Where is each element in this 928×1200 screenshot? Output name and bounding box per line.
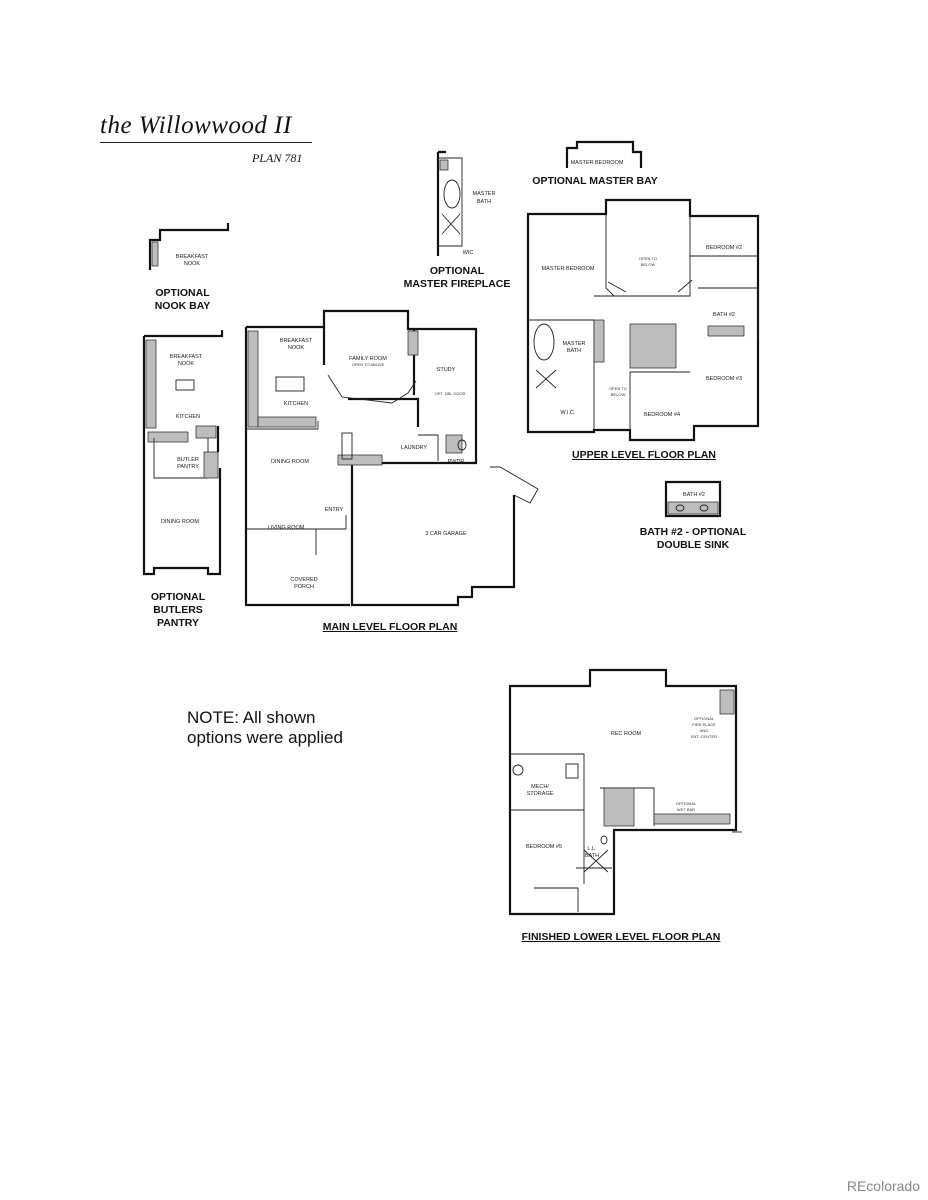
caption-main-level: MAIN LEVEL FLOOR PLAN [322, 621, 458, 633]
lower-rec-room: REC ROOM [611, 731, 642, 737]
upper-bedroom3: BEDROOM #3 [706, 376, 742, 382]
pantry-breakfast-nook-1: BREAKFAST [170, 354, 203, 360]
optional-nook-bay-plan: BREAKFAST NOOK [148, 223, 230, 270]
main-covered-porch-1: COVERED [290, 577, 317, 583]
upper-open-to-below-2: BELOW [641, 262, 656, 267]
caption-line: DOUBLE SINK [656, 539, 730, 551]
plan-title: the Willowwood II [100, 112, 292, 139]
lower-optional-wet-bar-2: WET BAR [677, 807, 695, 812]
pantry-breakfast-nook-2: NOOK [178, 361, 195, 367]
caption-upper-level: UPPER LEVEL FLOOR PLAN [572, 449, 716, 461]
main-covered-porch-2: PORCH [294, 584, 314, 590]
caption-line: BATH #2 - OPTIONAL [639, 526, 747, 538]
main-family-room-note: OPEN TO ABOVE [352, 362, 385, 367]
options-note: NOTE: All shown options were applied [187, 708, 343, 748]
main-garage: 3 CAR GARAGE [425, 531, 467, 537]
upper-bath2: BATH #2 [713, 312, 735, 318]
upper-master-bath-1: MASTER [563, 341, 586, 347]
lower-mech-storage-1: MECH/ [531, 784, 549, 790]
nook-bay-label-2: NOOK [184, 261, 201, 267]
caption-line: PANTRY [157, 617, 199, 629]
caption-line: OPTIONAL [155, 287, 210, 299]
caption-optional-master-bay: OPTIONAL MASTER BAY [532, 175, 658, 187]
optional-master-bay-plan: MASTER BEDROOM [565, 140, 643, 168]
main-family-room: FAMILY ROOM [349, 356, 387, 362]
upper-open-to-below-3: OPEN TO [609, 386, 627, 391]
lower-bedroom5: BEDROOM #5 [526, 844, 562, 850]
pantry-butler-1: BUTLER [177, 457, 199, 463]
caption-optional-nook-bay: OPTIONAL NOOK BAY [145, 287, 220, 313]
lower-mech-storage-2: STORAGE [527, 791, 554, 797]
upper-wic: W.I.C. [561, 410, 576, 416]
lower-optional-fireplace-4: ENT. CENTER [691, 734, 717, 739]
main-pwdr: PWDR [448, 459, 465, 465]
main-breakfast-nook-2: NOOK [288, 345, 305, 351]
caption-line: BUTLERS [153, 604, 203, 616]
lower-optional-fireplace-2: FIRE PLACE [692, 722, 716, 727]
lower-optional-fireplace-1: OPTIONAL [694, 716, 715, 721]
main-living: LIVING ROOM [268, 525, 305, 531]
upper-master-bath-2: BATH [567, 348, 581, 354]
caption-optional-butlers-pantry: OPTIONAL BUTLERS PANTRY [138, 591, 218, 630]
main-breakfast-nook-1: BREAKFAST [280, 338, 313, 344]
caption-line: OPTIONAL [429, 265, 485, 277]
main-dining: DINING ROOM [271, 459, 309, 465]
bath2-optional-plan: BATH #2 [664, 480, 722, 518]
optional-butlers-pantry-plan: BREAKFAST NOOK KITCHEN BUTLER PANTRY DIN… [142, 330, 224, 576]
lower-optional-wet-bar-1: OPTIONAL [676, 801, 697, 806]
caption-optional-master-fireplace: OPTIONAL MASTER FIREPLACE [402, 265, 512, 291]
upper-bedroom4: BEDROOM #4 [644, 412, 680, 418]
main-opt-door: OPT. DBL DOOR [435, 391, 466, 396]
caption-finished-lower: FINISHED LOWER LEVEL FLOOR PLAN [521, 931, 721, 943]
upper-open-to-below-4: BELOW [611, 392, 626, 397]
pantry-kitchen: KITCHEN [176, 414, 200, 420]
source-watermark: REcolorado [846, 1178, 920, 1194]
lower-ll-bath-1: L.L. [587, 846, 597, 852]
main-level-floor-plan: BREAKFAST NOOK KITCHEN FAMILY ROOM OPEN … [244, 309, 539, 607]
fireplace-master-bath-1: MASTER [473, 191, 496, 197]
fireplace-wic: WIC [463, 250, 474, 256]
upper-open-to-below-1: OPEN TO [639, 256, 657, 261]
title-underline [100, 142, 312, 143]
main-study: STUDY [437, 367, 456, 373]
pantry-butler-2: PANTRY [177, 464, 199, 470]
caption-line: OPTIONAL [150, 591, 206, 603]
note-line-1: NOTE: All shown [187, 708, 316, 727]
optional-master-fireplace-plan: MASTER BATH WIC [436, 150, 496, 256]
bath2opt-label: BATH #2 [683, 492, 705, 498]
main-kitchen: KITCHEN [284, 401, 308, 407]
upper-level-floor-plan: MASTER BEDROOM OPEN TO BELOW BEDROOM #2 … [526, 198, 760, 442]
finished-lower-level-floor-plan: REC ROOM MECH/ STORAGE BEDROOM #5 L.L. B… [508, 668, 742, 916]
main-laundry: LAUNDRY [401, 445, 428, 451]
plan-number: PLAN 781 [252, 151, 303, 165]
main-entry: ENTRY [325, 507, 344, 513]
fireplace-master-bath-2: BATH [477, 199, 491, 205]
upper-bedroom2: BEDROOM #2 [706, 245, 742, 251]
pantry-dining: DINING ROOM [161, 519, 199, 525]
nook-bay-label-1: BREAKFAST [176, 254, 209, 260]
note-line-2: options were applied [187, 728, 343, 747]
caption-line: NOOK BAY [154, 300, 211, 312]
lower-ll-bath-2: BATH [585, 853, 599, 859]
bay-master-bedroom: MASTER BEDROOM [571, 160, 624, 166]
caption-line: MASTER FIREPLACE [403, 278, 511, 290]
upper-master-bedroom: MASTER BEDROOM [542, 266, 595, 272]
lower-optional-fireplace-3: AND [700, 728, 709, 733]
caption-bath2-optional: BATH #2 - OPTIONAL DOUBLE SINK [634, 526, 752, 552]
